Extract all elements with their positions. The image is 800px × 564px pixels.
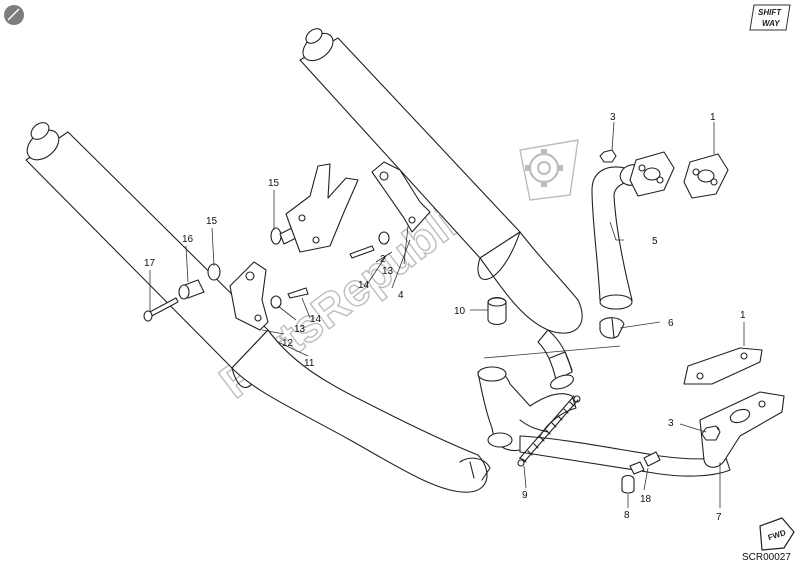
callout-3-lower: 3	[668, 418, 674, 429]
washer-13-right	[378, 231, 390, 245]
callout-13-right: 13	[382, 266, 394, 277]
nut-3-lower	[701, 425, 721, 441]
clamp	[599, 317, 625, 339]
callout-8: 8	[624, 510, 630, 521]
callout-17: 17	[144, 258, 156, 269]
spacer-16	[178, 279, 205, 300]
callout-4: 4	[398, 290, 404, 301]
callout-18: 18	[640, 494, 652, 505]
callout-1-upper: 1	[710, 112, 716, 123]
watermark-flag	[519, 139, 579, 201]
y-pipe	[477, 366, 577, 452]
left-header-pipe	[231, 329, 491, 493]
callout-2: 2	[380, 254, 386, 265]
nut-3-upper	[599, 149, 617, 163]
washer-13-left	[270, 295, 282, 309]
callout-1-lower: 1	[740, 310, 746, 321]
callout-9: 9	[522, 490, 528, 501]
bolt-14-left	[287, 287, 309, 299]
left-muffler	[25, 122, 269, 388]
left-bracket	[229, 261, 269, 331]
upper-flange-right	[683, 153, 729, 199]
washer-15-right	[270, 227, 297, 245]
rubber-mount	[487, 296, 507, 326]
right-bracket	[371, 161, 431, 233]
drawing-code: SCR00027	[742, 552, 791, 563]
callout-7: 7	[716, 512, 722, 523]
bolt-14-right	[349, 245, 375, 259]
corner-dot-icon	[4, 5, 24, 25]
callout-11: 11	[304, 358, 315, 369]
callout-13-left: 13	[294, 324, 306, 335]
callout-15-lower: 15	[206, 216, 218, 227]
callout-15-upper: 15	[268, 178, 280, 189]
callout-10: 10	[454, 306, 466, 317]
logo-line2: WAY	[762, 19, 780, 28]
bolt-18	[643, 451, 661, 467]
spring	[517, 395, 581, 467]
washer-15-left	[207, 263, 221, 281]
upper-flange-left	[629, 151, 675, 197]
lower-bracket	[683, 347, 763, 385]
callouts: 1 1 2 3 3 4 5 6 7 8 9 10 11 12 13 13 14 …	[144, 112, 746, 523]
fwd-arrow-icon: FWD	[759, 517, 795, 551]
bolt-17	[143, 297, 179, 322]
bolt-8	[621, 461, 645, 494]
callout-3-upper: 3	[610, 112, 616, 123]
shiftway-logo: SHIFT WAY	[749, 4, 791, 31]
cross-pipe	[519, 435, 731, 477]
callout-16: 16	[182, 234, 194, 245]
callout-14-left: 14	[310, 314, 322, 325]
mount-bracket-top	[285, 163, 359, 253]
right-muffler	[299, 28, 583, 334]
leader-lines	[149, 121, 745, 508]
gear-icon	[525, 149, 563, 187]
right-header-pipe	[537, 329, 573, 381]
callout-5: 5	[652, 236, 658, 247]
callout-12: 12	[282, 338, 294, 349]
logo-line1: SHIFT	[758, 8, 782, 17]
callout-6: 6	[668, 318, 674, 329]
callout-14-right: 14	[358, 280, 370, 291]
